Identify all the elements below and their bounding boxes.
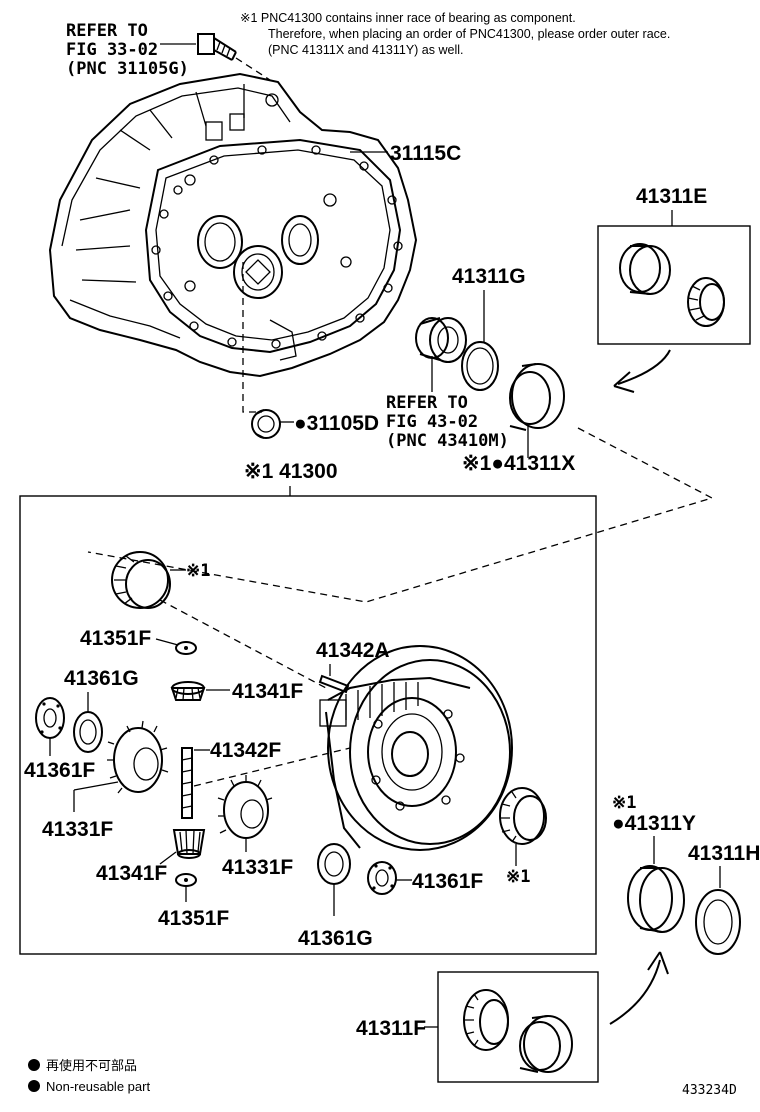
label-mark1-right[interactable]: ※1 xyxy=(506,867,530,887)
pinion-gear-top-icon xyxy=(170,681,206,701)
leader-41341F-bottom xyxy=(159,851,177,865)
inner-race-right-icon xyxy=(499,787,547,845)
side-gear-mid-icon xyxy=(217,775,273,839)
refer-top-line-2[interactable]: FIG 33-02 xyxy=(66,40,158,60)
lock-pin-icon xyxy=(318,674,350,694)
label-41311X[interactable]: ※1●41311X xyxy=(462,452,575,475)
thrust-washer-left-icon xyxy=(35,697,65,739)
refer-top-line-3[interactable]: (PNC 31105G) xyxy=(66,59,189,79)
dash-41311X-route xyxy=(87,427,714,603)
bearing-41311F-icon xyxy=(463,989,573,1073)
legend-jp: 再使用不可部品 xyxy=(46,1058,137,1073)
label-41311H[interactable]: 41311H xyxy=(688,842,760,865)
pinion-shaft-icon xyxy=(181,747,193,819)
note-line-2: Therefore, when placing an order of PNC4… xyxy=(268,27,670,41)
label-41341F-top[interactable]: 41341F xyxy=(232,680,303,703)
leader-41331F-left xyxy=(73,781,119,791)
label-41341F-bottom[interactable]: 41341F xyxy=(96,862,167,885)
label-41300[interactable]: ※1 41300 xyxy=(244,460,338,483)
note-line-1: ※1 PNC41300 contains inner race of beari… xyxy=(240,11,576,25)
differential-case-icon xyxy=(319,645,513,851)
legend-dot-icon-2 xyxy=(28,1080,40,1092)
figure-id: 433234D xyxy=(682,1083,737,1098)
label-41351F-bottom[interactable]: 41351F xyxy=(158,907,229,930)
label-41331F-mid[interactable]: 41331F xyxy=(222,856,293,879)
arrow-head-41311F xyxy=(647,951,669,975)
pinion-gear-bottom-icon xyxy=(172,829,206,859)
dash-inner-race xyxy=(159,599,327,689)
box-41311E xyxy=(597,225,751,345)
side-washer-bottom-icon xyxy=(317,843,351,885)
label-41311Y-mark[interactable]: ※1 xyxy=(612,793,636,813)
label-41311F[interactable]: 41311F xyxy=(356,1017,426,1040)
label-41361F-right[interactable]: 41361F xyxy=(412,870,483,893)
refer-mid-line-3[interactable]: (PNC 43410M) xyxy=(386,431,509,451)
label-41361F-left[interactable]: 41361F xyxy=(24,759,95,782)
note-line-3: (PNC 41311X and 41311Y) as well. xyxy=(268,43,463,57)
outer-race-41311Y-icon xyxy=(627,865,685,933)
label-41342A[interactable]: 41342A xyxy=(316,639,390,662)
side-washer-left-icon xyxy=(73,711,103,753)
refer-mid-line-2[interactable]: FIG 43-02 xyxy=(386,412,478,432)
label-mark1-top[interactable]: ※1 xyxy=(186,561,210,581)
dash-31105D xyxy=(242,262,262,413)
shim-41311H-icon xyxy=(695,889,741,955)
transaxle-case-icon xyxy=(48,72,418,378)
thrust-washer-top-icon xyxy=(175,641,197,655)
label-31105D[interactable]: ●31105D xyxy=(294,412,379,435)
label-41361G-bottom[interactable]: 41361G xyxy=(298,927,373,950)
box-41311F xyxy=(437,971,599,1083)
leader-41351F-top xyxy=(155,638,179,646)
label-41311E[interactable]: 41311E xyxy=(636,185,707,208)
arrow-41311E xyxy=(617,349,671,385)
arrow-41311F xyxy=(609,959,661,1025)
side-gear-left-icon xyxy=(107,720,169,794)
bearing-41311E-icon xyxy=(619,243,725,327)
legend-en: Non-reusable part xyxy=(46,1079,150,1094)
legend-dot-icon-1 xyxy=(28,1059,40,1071)
label-41342F[interactable]: 41342F xyxy=(210,739,281,762)
box-41300 xyxy=(19,495,597,955)
label-31115C[interactable]: 31115C xyxy=(390,142,461,165)
refer-top-line-1[interactable]: REFER TO xyxy=(66,21,148,41)
label-41351F-top[interactable]: 41351F xyxy=(80,627,151,650)
oil-seal-icon xyxy=(251,409,281,439)
label-41331F-left[interactable]: 41331F xyxy=(42,818,113,841)
thrust-washer-bottom-icon xyxy=(175,873,197,887)
axle-seal-icon xyxy=(415,317,467,363)
dash-bolt xyxy=(235,57,271,81)
label-41311Y[interactable]: ●41311Y xyxy=(612,812,696,835)
shim-41311G-icon xyxy=(461,341,499,391)
arrow-head-41311E xyxy=(613,371,635,393)
outer-race-41311X-icon xyxy=(509,363,565,431)
label-41361G-left[interactable]: 41361G xyxy=(64,667,139,690)
refer-mid-line-1[interactable]: REFER TO xyxy=(386,393,468,413)
bolt-icon xyxy=(197,33,237,61)
thrust-washer-right-icon xyxy=(367,861,397,895)
dash-shaft xyxy=(193,747,351,787)
label-41311G[interactable]: 41311G xyxy=(452,265,526,288)
inner-race-top-icon xyxy=(111,551,171,609)
